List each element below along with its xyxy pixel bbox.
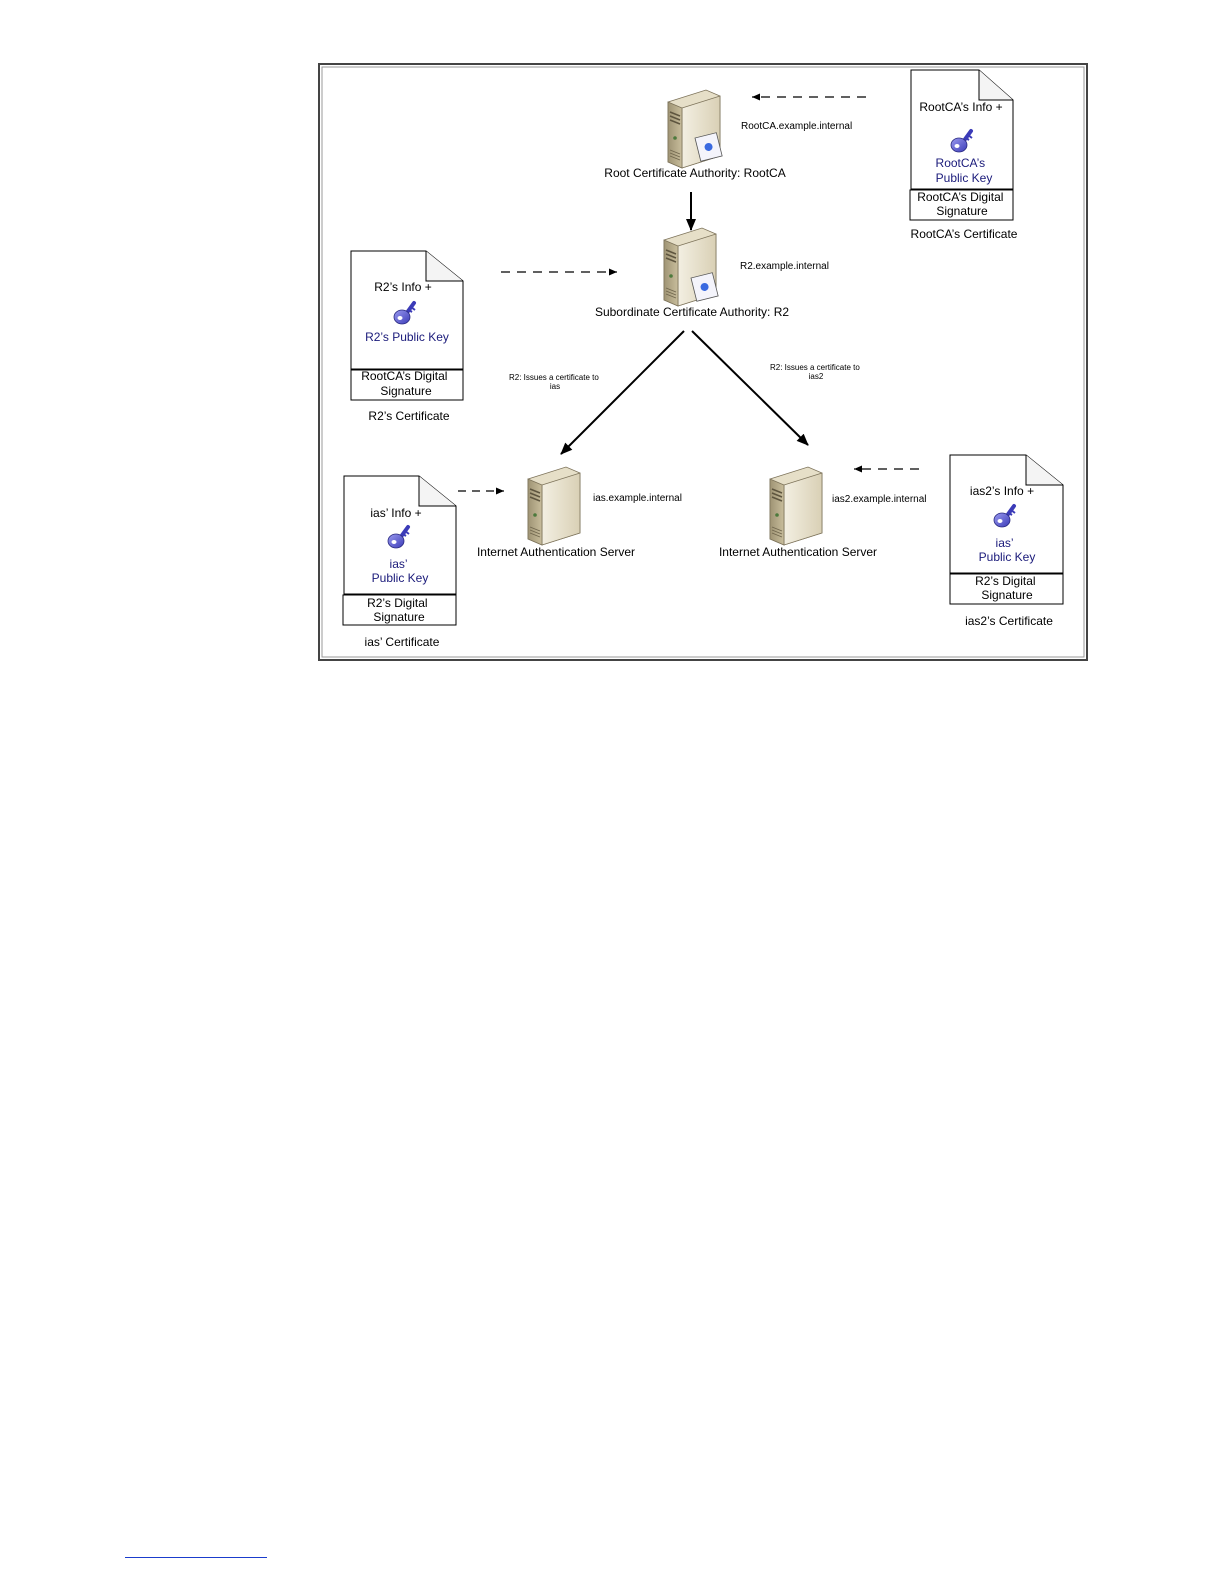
r2-certificate: R2’s Info + R2’s Public Key RootCA’s Dig… bbox=[350, 250, 464, 423]
footnote-rule bbox=[125, 1557, 267, 1558]
ias2-certificate: ias2’s Info + ias’ Public Key R2’s Digit… bbox=[949, 454, 1064, 628]
key-icon bbox=[950, 129, 973, 153]
ias-host: ias.example.internal bbox=[593, 493, 682, 504]
rootca-info: RootCA’s Info + bbox=[919, 100, 1002, 114]
r2-signature: RootCA’s Digital Signature bbox=[361, 369, 451, 398]
ias-certificate: ias’ Info + ias’ Public Key R2’s Digital… bbox=[342, 475, 457, 649]
ias2-public-key: ias’ Public Key bbox=[979, 536, 1036, 564]
rootca-signature: RootCA’s Digital Signature bbox=[917, 190, 1007, 218]
issues-ias-label: R2: Issues a certificate to ias bbox=[509, 373, 601, 391]
subordinate-ca-title: Subordinate Certificate Authority: R2 bbox=[595, 305, 789, 319]
certificate-badge-icon bbox=[690, 272, 719, 302]
ias2-signature: R2’s Digital Signature bbox=[975, 574, 1039, 602]
ias-info: ias’ Info + bbox=[370, 506, 421, 520]
ias2-host: ias2.example.internal bbox=[832, 494, 927, 505]
pki-diagram: Root Certificate Authority: RootCA RootC… bbox=[318, 63, 1088, 661]
r2-public-key: R2’s Public Key bbox=[365, 330, 449, 344]
rootca-certificate: RootCA’s Info + RootCA’s Public Key Root… bbox=[909, 69, 1018, 241]
ias2-cert-caption: ias2’s Certificate bbox=[965, 614, 1053, 628]
r2-cert-caption: R2’s Certificate bbox=[368, 409, 449, 423]
root-ca-title: Root Certificate Authority: RootCA bbox=[604, 166, 785, 180]
certificate-badge-icon bbox=[694, 132, 723, 162]
rootca-cert-caption: RootCA’s Certificate bbox=[911, 227, 1018, 241]
r2-info: R2’s Info + bbox=[374, 280, 431, 294]
ias2-server bbox=[769, 466, 823, 546]
key-icon bbox=[393, 301, 416, 325]
key-icon bbox=[387, 525, 410, 549]
issues-ias2-label: R2: Issues a certificate to ias2 bbox=[770, 363, 862, 381]
ias-cert-caption: ias’ Certificate bbox=[365, 635, 440, 649]
ias2-info: ias2’s Info + bbox=[970, 484, 1034, 498]
rootca-public-key: RootCA’s Public Key bbox=[936, 156, 993, 185]
root-ca-server bbox=[667, 89, 723, 169]
key-icon bbox=[993, 504, 1016, 528]
ias2-title: Internet Authentication Server bbox=[719, 545, 877, 559]
ias-title: Internet Authentication Server bbox=[477, 545, 635, 559]
ias-public-key: ias’ Public Key bbox=[372, 557, 429, 585]
sub-to-ias-arrow bbox=[560, 330, 685, 455]
ias-signature: R2’s Digital Signature bbox=[367, 596, 431, 624]
ias-server bbox=[527, 466, 581, 546]
root-ca-host: RootCA.example.internal bbox=[741, 121, 852, 132]
subordinate-ca-server bbox=[663, 227, 719, 307]
subordinate-ca-host: R2.example.internal bbox=[740, 261, 829, 272]
sub-to-ias2-arrow bbox=[691, 330, 809, 446]
